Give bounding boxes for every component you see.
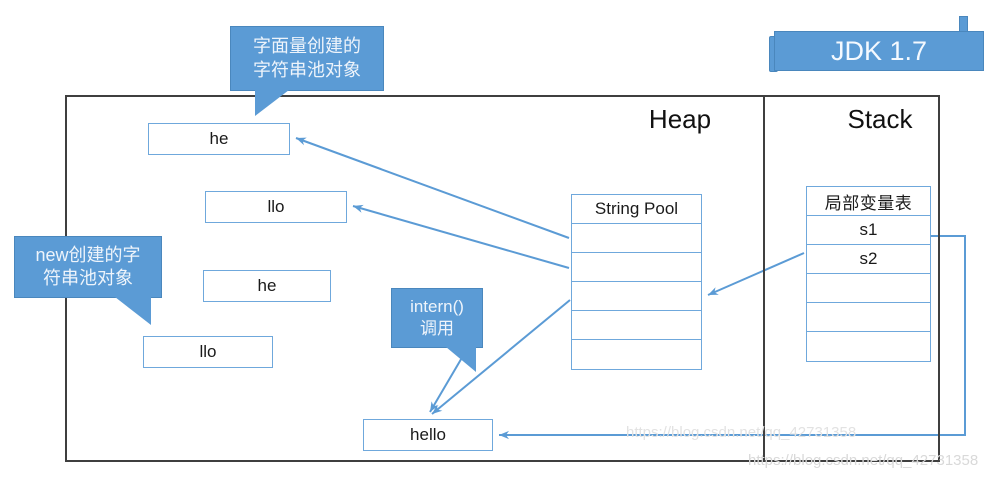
local-variable-row bbox=[807, 303, 930, 332]
callout-literal: 字面量创建的 字符串池对象 bbox=[230, 26, 384, 116]
local-variable-row bbox=[807, 274, 930, 303]
local-variable-table: 局部变量表 s1 s2 bbox=[806, 186, 931, 362]
heap-title: Heap bbox=[648, 104, 712, 134]
heap-box-he-lower: he bbox=[203, 270, 331, 302]
arrow-pool-to-he bbox=[295, 137, 570, 239]
callout-intern: intern() 调用 bbox=[391, 288, 483, 348]
local-variable-row-s2: s2 bbox=[807, 245, 930, 274]
string-pool-row bbox=[572, 311, 701, 340]
heap-stack-divider bbox=[763, 95, 765, 462]
string-pool-header: String Pool bbox=[572, 195, 701, 224]
callout-intern-line1: intern() bbox=[410, 297, 464, 317]
string-pool-row bbox=[572, 253, 701, 282]
arrow-s2-to-pool bbox=[707, 252, 805, 296]
string-pool-table: String Pool bbox=[571, 194, 702, 370]
local-variable-table-header: 局部变量表 bbox=[807, 187, 930, 216]
arrow-pool-to-llo bbox=[352, 204, 570, 269]
heap-box-he-upper: he bbox=[148, 123, 290, 155]
arrow-s1-to-hello bbox=[499, 235, 966, 440]
callout-new-line1: new创建的字 bbox=[35, 244, 141, 265]
stack-title: Stack bbox=[847, 104, 913, 134]
jdk-version-banner: JDK 1.7 bbox=[774, 31, 984, 71]
heap-box-llo-lower: llo bbox=[143, 336, 273, 368]
string-pool-row bbox=[572, 224, 701, 253]
string-pool-row bbox=[572, 340, 701, 369]
heap-box-hello: hello bbox=[363, 419, 493, 451]
string-pool-row bbox=[572, 282, 701, 311]
local-variable-row-s1: s1 bbox=[807, 216, 930, 245]
callout-new: new创建的字 符串池对象 bbox=[14, 236, 162, 298]
callout-literal-line1: 字面量创建的 bbox=[253, 36, 361, 57]
arrow-pool-to-hello bbox=[431, 299, 571, 415]
callout-intern-line2: 调用 bbox=[420, 319, 454, 338]
local-variable-row bbox=[807, 332, 930, 361]
callout-new-line2: 符串池对象 bbox=[43, 268, 133, 288]
heap-box-llo-upper: llo bbox=[205, 191, 347, 223]
callout-literal-line2: 字符串池对象 bbox=[253, 59, 361, 80]
